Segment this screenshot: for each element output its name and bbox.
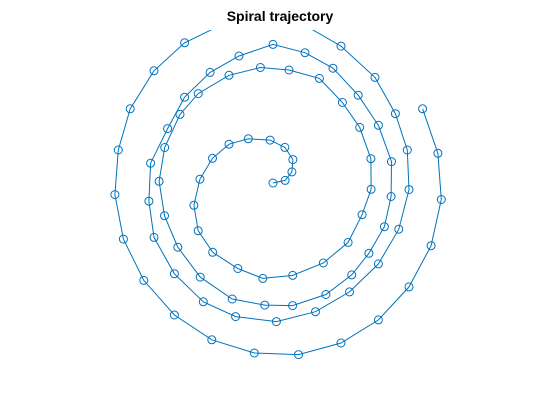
data-point bbox=[173, 242, 183, 252]
data-point bbox=[265, 135, 275, 145]
data-point bbox=[208, 247, 218, 257]
data-point bbox=[198, 297, 208, 307]
series-spiral bbox=[110, 14, 446, 360]
data-point bbox=[195, 174, 205, 184]
data-point bbox=[328, 63, 338, 73]
data-point bbox=[160, 143, 170, 152]
data-point bbox=[366, 154, 376, 164]
data-point bbox=[180, 38, 190, 48]
data-point bbox=[404, 282, 414, 292]
data-point bbox=[366, 184, 376, 194]
data-point bbox=[336, 41, 346, 51]
data-point bbox=[149, 232, 159, 242]
data-point bbox=[426, 241, 436, 251]
data-point bbox=[390, 109, 400, 119]
data-point bbox=[314, 73, 324, 83]
data-point bbox=[321, 290, 331, 299]
data-point bbox=[345, 287, 354, 297]
data-point bbox=[387, 157, 396, 167]
data-point bbox=[318, 258, 328, 268]
data-point bbox=[139, 275, 149, 285]
data-point bbox=[149, 66, 159, 76]
data-point bbox=[373, 259, 383, 269]
data-point bbox=[205, 67, 215, 77]
data-point bbox=[336, 338, 346, 348]
data-point bbox=[249, 348, 259, 358]
data-point bbox=[287, 167, 297, 177]
data-point bbox=[386, 192, 396, 201]
data-point bbox=[300, 48, 310, 58]
data-point bbox=[224, 70, 234, 80]
data-point bbox=[294, 350, 303, 360]
data-point bbox=[261, 14, 269, 22]
data-point bbox=[227, 294, 237, 304]
data-point bbox=[373, 315, 383, 325]
data-point bbox=[404, 185, 414, 195]
data-point bbox=[288, 301, 298, 311]
data-point bbox=[271, 317, 281, 327]
data-point bbox=[231, 312, 241, 322]
data-point bbox=[207, 335, 217, 345]
data-point bbox=[208, 153, 217, 163]
data-point bbox=[311, 307, 320, 317]
data-point bbox=[234, 51, 244, 61]
data-point bbox=[268, 39, 278, 49]
data-point bbox=[364, 248, 374, 258]
data-point bbox=[288, 155, 298, 165]
data-point bbox=[258, 273, 268, 283]
chart-title: Spiral trajectory bbox=[226, 8, 334, 24]
data-point bbox=[357, 210, 367, 220]
data-point bbox=[193, 226, 203, 236]
data-point bbox=[193, 89, 203, 99]
data-point bbox=[418, 104, 428, 114]
data-point bbox=[353, 90, 363, 100]
data-point bbox=[260, 300, 270, 310]
data-point bbox=[394, 224, 404, 234]
data-point bbox=[280, 142, 290, 152]
data-point bbox=[343, 237, 353, 247]
data-point bbox=[118, 234, 128, 244]
data-point bbox=[347, 270, 357, 280]
data-point bbox=[284, 65, 294, 75]
data-point bbox=[373, 120, 383, 130]
data-point bbox=[233, 264, 243, 273]
data-point bbox=[337, 98, 347, 107]
data-point bbox=[110, 190, 120, 200]
data-point bbox=[436, 195, 446, 204]
data-point bbox=[243, 134, 253, 144]
data-point bbox=[154, 176, 164, 186]
data-point bbox=[300, 21, 308, 29]
data-point bbox=[180, 92, 190, 102]
data-point bbox=[125, 104, 135, 114]
data-point bbox=[268, 178, 278, 188]
data-point bbox=[189, 200, 199, 210]
data-point bbox=[370, 72, 380, 82]
data-point bbox=[379, 222, 389, 232]
data-point bbox=[144, 196, 154, 206]
data-point bbox=[146, 158, 156, 168]
data-point bbox=[160, 211, 169, 221]
data-point bbox=[163, 124, 173, 134]
data-point bbox=[169, 269, 179, 279]
data-point bbox=[280, 175, 290, 185]
data-point bbox=[433, 148, 443, 158]
data-point bbox=[355, 122, 365, 132]
data-point bbox=[224, 139, 234, 149]
data-point bbox=[169, 310, 179, 320]
data-point bbox=[195, 272, 205, 282]
series-line bbox=[114, 30, 442, 356]
data-point bbox=[402, 145, 412, 155]
data-point bbox=[175, 109, 185, 119]
data-point bbox=[255, 63, 265, 72]
data-point bbox=[288, 270, 298, 280]
data-point bbox=[218, 21, 226, 29]
data-point bbox=[113, 145, 123, 155]
